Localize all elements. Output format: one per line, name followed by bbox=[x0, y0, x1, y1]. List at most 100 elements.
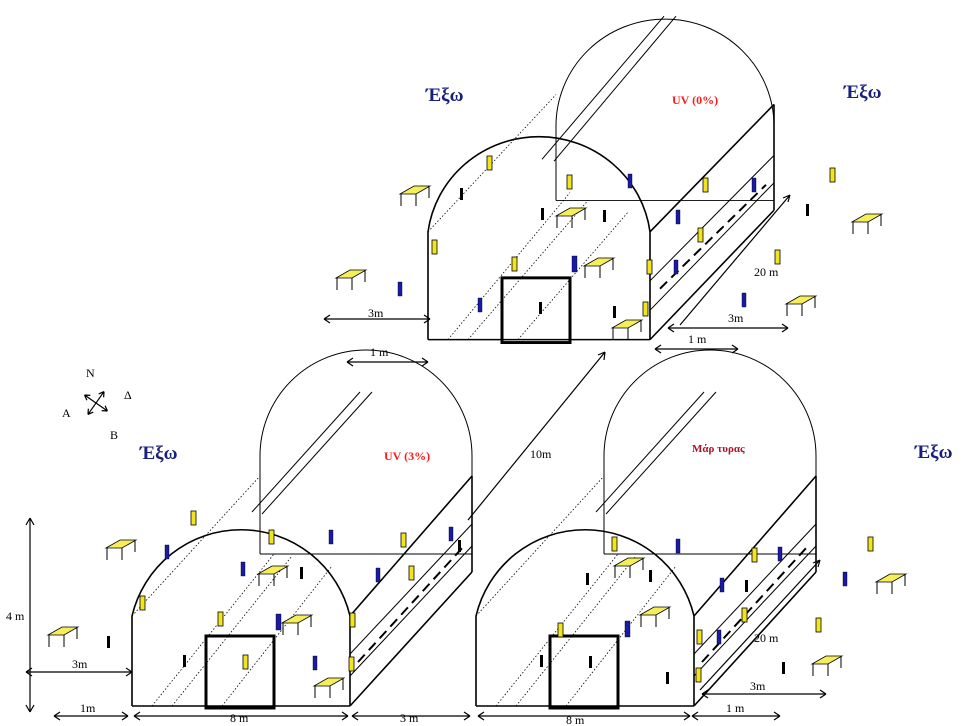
sensor-yellow bbox=[695, 667, 702, 683]
sensors bbox=[107, 155, 874, 684]
sensor-yellow bbox=[566, 174, 573, 190]
sensor-blue bbox=[375, 567, 381, 583]
dim-3m-top: 3m bbox=[368, 306, 384, 320]
sensor-black bbox=[540, 655, 543, 667]
table bbox=[555, 207, 587, 229]
sensor-blue bbox=[751, 177, 757, 193]
dim-10m: 10m bbox=[530, 447, 552, 461]
sensor-yellow bbox=[431, 239, 438, 255]
outside-label: Έξω bbox=[425, 85, 464, 106]
dim-3m-bottom-left: 3m bbox=[72, 657, 88, 671]
dim-20m-bottom: 20 m bbox=[754, 631, 779, 645]
sensor-blue bbox=[164, 544, 170, 560]
sensor-black bbox=[183, 655, 186, 667]
table bbox=[851, 213, 883, 235]
table bbox=[875, 573, 907, 595]
dim-1m-bottom-left: 1m bbox=[80, 701, 96, 715]
sensor-blue bbox=[719, 577, 725, 593]
compass: N Δ Α Β bbox=[62, 366, 132, 442]
compass-west: Α bbox=[62, 406, 71, 420]
sensor-blue bbox=[624, 620, 631, 638]
sensor-blue bbox=[328, 529, 334, 545]
greenhouse-uv3 bbox=[131, 349, 473, 710]
sensor-yellow bbox=[217, 611, 224, 627]
sensor-blue bbox=[716, 629, 722, 645]
dim-8m-right: 8 m bbox=[566, 713, 585, 726]
sensor-blue bbox=[448, 526, 454, 542]
dim-1m-top-right: 1 m bbox=[688, 332, 707, 346]
sensor-yellow bbox=[611, 536, 618, 552]
dimension-lines bbox=[25, 194, 827, 721]
sensor-black bbox=[603, 210, 606, 222]
sensor-yellow bbox=[242, 654, 249, 670]
greenhouse-control bbox=[475, 349, 817, 710]
sensor-blue bbox=[571, 255, 578, 273]
sensor-blue bbox=[240, 561, 246, 577]
sensor-black bbox=[458, 540, 461, 552]
sensor-blue bbox=[477, 297, 483, 313]
dim-1m-top: 1 m bbox=[370, 345, 389, 359]
sensor-black bbox=[613, 306, 616, 318]
dim-3m-gap: 3 m bbox=[400, 711, 419, 725]
table bbox=[399, 185, 431, 207]
sensor-blue bbox=[675, 209, 681, 225]
table bbox=[335, 269, 367, 291]
greenhouse-uv0 bbox=[427, 15, 775, 345]
dim-4m: 4 m bbox=[6, 609, 25, 623]
table bbox=[639, 606, 671, 628]
sensor-black bbox=[541, 208, 544, 220]
table bbox=[613, 557, 645, 579]
sensor-black bbox=[107, 636, 110, 648]
outside-label: Έξω bbox=[139, 443, 178, 464]
sensor-yellow bbox=[511, 256, 518, 272]
sensor-yellow bbox=[697, 227, 704, 243]
sensor-black bbox=[649, 570, 652, 582]
sensor-yellow bbox=[774, 249, 781, 265]
table bbox=[583, 257, 615, 279]
sensor-yellow bbox=[829, 167, 836, 183]
sensor-yellow bbox=[646, 259, 653, 275]
sensor-yellow bbox=[702, 177, 709, 193]
sensor-black bbox=[300, 567, 303, 579]
compass-south: Β bbox=[110, 428, 118, 442]
table bbox=[811, 655, 843, 677]
sensor-yellow bbox=[815, 617, 822, 633]
sensor-yellow bbox=[486, 155, 493, 171]
sensor-blue bbox=[673, 259, 679, 275]
sensor-blue bbox=[741, 292, 747, 308]
sensor-yellow bbox=[190, 510, 197, 526]
sensor-yellow bbox=[741, 607, 748, 623]
sensor-blue bbox=[312, 655, 318, 671]
sensor-yellow bbox=[696, 629, 703, 645]
dim-20m-top: 20 m bbox=[754, 265, 779, 279]
sensor-yellow bbox=[408, 565, 415, 581]
sensor-blue bbox=[275, 613, 282, 631]
table bbox=[257, 565, 289, 587]
dim-3m-bottom-right: 3m bbox=[750, 679, 766, 693]
table bbox=[105, 539, 137, 561]
outside-label: Έξω bbox=[914, 442, 953, 463]
dim-3m-top-right: 3m bbox=[728, 311, 744, 325]
sensor-blue bbox=[627, 173, 633, 189]
table bbox=[47, 626, 79, 648]
sensor-black bbox=[589, 656, 592, 668]
sensor-black bbox=[806, 204, 809, 216]
sensor-yellow bbox=[349, 612, 356, 628]
sensor-yellow bbox=[400, 532, 407, 548]
sensor-yellow bbox=[268, 529, 275, 545]
sensor-black bbox=[745, 580, 748, 592]
sensor-yellow bbox=[557, 622, 564, 638]
uv0-label: UV (0%) bbox=[672, 93, 718, 107]
sensor-blue bbox=[397, 281, 403, 297]
table bbox=[785, 295, 817, 317]
sensor-black bbox=[539, 302, 542, 314]
sensor-blue bbox=[675, 538, 681, 554]
sensor-black bbox=[586, 573, 589, 585]
table bbox=[611, 319, 643, 341]
sensor-blue bbox=[842, 571, 848, 587]
outside-label: Έξω bbox=[843, 82, 882, 103]
sensor-yellow bbox=[642, 301, 649, 317]
sensor-black bbox=[666, 672, 669, 684]
sensor-black bbox=[782, 662, 785, 674]
